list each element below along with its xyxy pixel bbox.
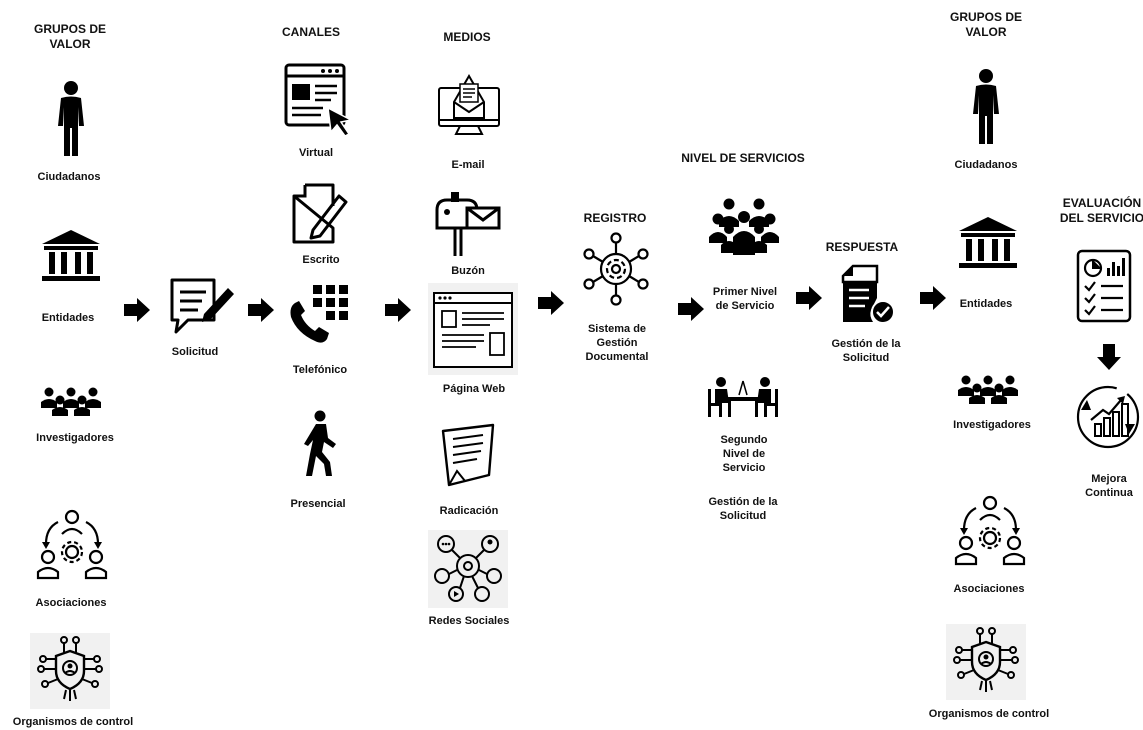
flow-arrow-3 — [383, 297, 413, 328]
institution-building-icon — [957, 215, 1019, 271]
label-organismos-left: Organismos de control — [12, 716, 134, 728]
request-form-icon — [168, 276, 238, 340]
label-radicacion: Radicación — [439, 505, 499, 517]
flow-arrow-4 — [536, 290, 566, 321]
label-telefonico: Telefónico — [292, 364, 348, 376]
label-solicitud: Solicitud — [171, 346, 219, 358]
flow-arrow-down — [1096, 342, 1122, 377]
walking-person-icon — [298, 410, 340, 480]
control-shield-circuit-icon — [946, 624, 1026, 700]
header-canales: CANALES — [281, 25, 341, 39]
person-icon — [970, 68, 1002, 146]
label-asociaciones-left: Asociaciones — [35, 597, 107, 609]
label-pagina-web: Página Web — [442, 383, 506, 395]
crowd-team-icon — [709, 197, 779, 255]
group-people-icon — [955, 374, 1021, 404]
label-buzon: Buzón — [451, 265, 485, 277]
label-escrito: Escrito — [302, 254, 340, 266]
label-entidades-left: Entidades — [41, 312, 95, 324]
header-nivel-de-servicios: NIVEL DE SERVICIOS — [681, 151, 805, 165]
email-monitor-icon — [436, 72, 502, 142]
evaluation-report-icon — [1075, 248, 1133, 324]
association-network-icon — [954, 494, 1026, 570]
document-system-gear-icon — [583, 232, 649, 306]
flow-arrow-2 — [246, 297, 276, 328]
label-presencial: Presencial — [290, 498, 346, 510]
header-respuesta: RESPUESTA — [825, 240, 899, 254]
filing-document-icon — [437, 423, 499, 489]
telephone-keypad-icon — [285, 283, 355, 345]
meeting-table-icon — [706, 375, 780, 419]
flow-arrow-6 — [794, 285, 824, 316]
person-icon — [55, 80, 87, 158]
social-network-icon — [428, 530, 508, 608]
label-virtual: Virtual — [298, 147, 334, 159]
flow-arrow-7 — [918, 285, 948, 316]
label-redes-sociales: Redes Sociales — [428, 615, 510, 627]
control-shield-circuit-icon — [30, 633, 110, 709]
flow-arrow-5 — [676, 296, 706, 327]
label-entidades-right: Entidades — [959, 298, 1013, 310]
continuous-improvement-icon — [1073, 382, 1143, 452]
web-browser-cursor-icon — [283, 62, 355, 138]
label-asociaciones-right: Asociaciones — [953, 583, 1025, 595]
label-email: E-mail — [451, 159, 485, 171]
label-investigadores-left: Investigadores — [36, 432, 114, 444]
document-check-icon — [839, 262, 899, 326]
label-ciudadanos-left: Ciudadanos — [37, 171, 101, 183]
label-investigadores-right: Investigadores — [953, 419, 1031, 431]
document-pen-icon — [291, 182, 349, 246]
header-medios: MEDIOS — [443, 30, 491, 44]
label-ciudadanos-right: Ciudadanos — [954, 159, 1018, 171]
web-page-icon — [428, 283, 518, 375]
label-organismos-right: Organismos de control — [928, 708, 1050, 720]
group-people-icon — [38, 386, 104, 416]
association-network-icon — [36, 508, 108, 584]
flow-arrow-1 — [122, 297, 152, 328]
header-registro: REGISTRO — [583, 211, 647, 225]
mailbox-envelope-icon — [433, 188, 503, 258]
institution-building-icon — [40, 228, 102, 284]
